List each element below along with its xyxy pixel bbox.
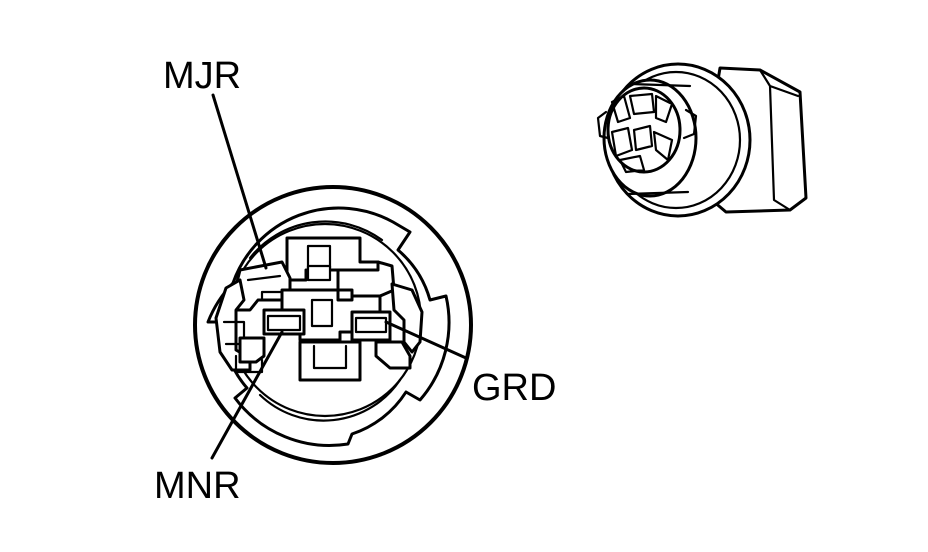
socket-contacts — [610, 92, 674, 174]
outer-rim — [193, 185, 473, 465]
grd-terminal-face — [354, 316, 388, 334]
grd-label: GRD — [472, 367, 556, 409]
socket-tabs — [596, 108, 698, 140]
inner-arc-top — [248, 220, 384, 260]
mjr-leader — [211, 93, 268, 270]
top-terminal-slot — [306, 244, 332, 270]
right-upper-terminal — [336, 260, 396, 298]
center-slot — [310, 298, 334, 328]
right-clip-2 — [374, 340, 412, 370]
housing-edge — [758, 68, 800, 212]
socket-perspective-view — [596, 62, 808, 218]
lower-left-block — [238, 336, 266, 364]
connector-face-view — [193, 185, 473, 465]
mnr-terminal-face — [266, 314, 302, 332]
inner-rim — [206, 206, 451, 447]
bottom-terminal — [298, 340, 362, 382]
socket-opening — [606, 86, 682, 174]
left-clip-slot — [222, 320, 246, 346]
bottom-terminal-inner — [312, 344, 348, 370]
barrel-side — [626, 82, 692, 196]
leader-lines — [210, 93, 468, 460]
grd-leader — [384, 320, 468, 360]
mnr-leader — [210, 330, 284, 460]
inner-arc — [258, 378, 402, 422]
mjr-label: MJR — [163, 55, 241, 97]
top-terminal-slot-2 — [306, 264, 332, 282]
mnr-label: MNR — [154, 465, 241, 507]
